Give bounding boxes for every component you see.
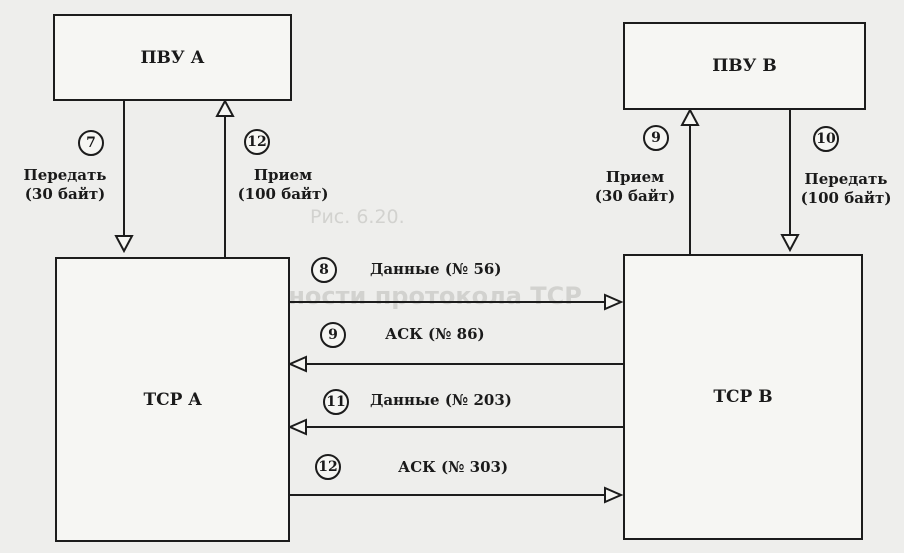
arrow-msg-data-56 bbox=[290, 293, 624, 311]
right-receive-label: Прием (30 байт) bbox=[585, 168, 685, 206]
left-send-line1: Передать bbox=[23, 166, 107, 184]
bleed-caption: Рис. 6.20. bbox=[310, 206, 405, 228]
arrow-tcp-a-to-pvu-a bbox=[215, 98, 235, 258]
node-pvu-b-label: ПВУ В bbox=[712, 56, 777, 76]
right-receive-line2: (30 байт) bbox=[594, 187, 676, 205]
node-pvu-a: ПВУ А bbox=[53, 14, 292, 101]
arrow-msg-data-203 bbox=[287, 418, 623, 436]
arrow-pvu-a-to-tcp-a bbox=[114, 100, 134, 254]
left-receive-line1: Прием bbox=[253, 166, 313, 184]
message-label-ack-86: АСК (№ 86) bbox=[385, 325, 485, 343]
node-tcp-a-label: TCP A bbox=[143, 389, 202, 410]
message-label-data-56: Данные (№ 56) bbox=[370, 260, 502, 278]
node-tcp-a: TCP A bbox=[55, 257, 290, 542]
step-badge-9-top: 9 bbox=[643, 125, 669, 151]
step-badge-12-top: 12 bbox=[244, 129, 270, 155]
right-send-line2: (100 байт) bbox=[800, 189, 892, 207]
step-badge-7: 7 bbox=[78, 130, 104, 156]
step-badge-10: 10 bbox=[813, 126, 839, 152]
arrow-pvu-b-to-tcp-b bbox=[780, 110, 800, 253]
left-send-line2: (30 байт) bbox=[24, 185, 106, 203]
left-send-label: Передать (30 байт) bbox=[10, 166, 120, 204]
node-pvu-b: ПВУ В bbox=[623, 22, 866, 110]
arrow-msg-ack-303 bbox=[290, 486, 624, 504]
right-send-label: Передать (100 байт) bbox=[793, 170, 899, 208]
left-receive-label: Прием (100 байт) bbox=[228, 166, 338, 204]
node-pvu-a-label: ПВУ А bbox=[140, 47, 205, 68]
step-badge-11: 11 bbox=[323, 389, 349, 415]
step-badge-8: 8 bbox=[311, 257, 337, 283]
right-receive-line1: Прием bbox=[605, 168, 665, 186]
node-tcp-b: TCP B bbox=[623, 254, 863, 540]
arrow-msg-ack-86 bbox=[287, 355, 623, 373]
left-receive-line2: (100 байт) bbox=[237, 185, 329, 203]
message-label-ack-303: АСК (№ 303) bbox=[398, 458, 509, 476]
message-label-data-203: Данные (№ 203) bbox=[370, 391, 512, 409]
arrow-tcp-b-to-pvu-b bbox=[680, 107, 700, 255]
step-badge-12-msg: 12 bbox=[315, 454, 341, 480]
node-tcp-b-label: TCP B bbox=[713, 387, 773, 407]
right-send-line1: Передать bbox=[804, 170, 888, 188]
step-badge-9-msg: 9 bbox=[320, 322, 346, 348]
